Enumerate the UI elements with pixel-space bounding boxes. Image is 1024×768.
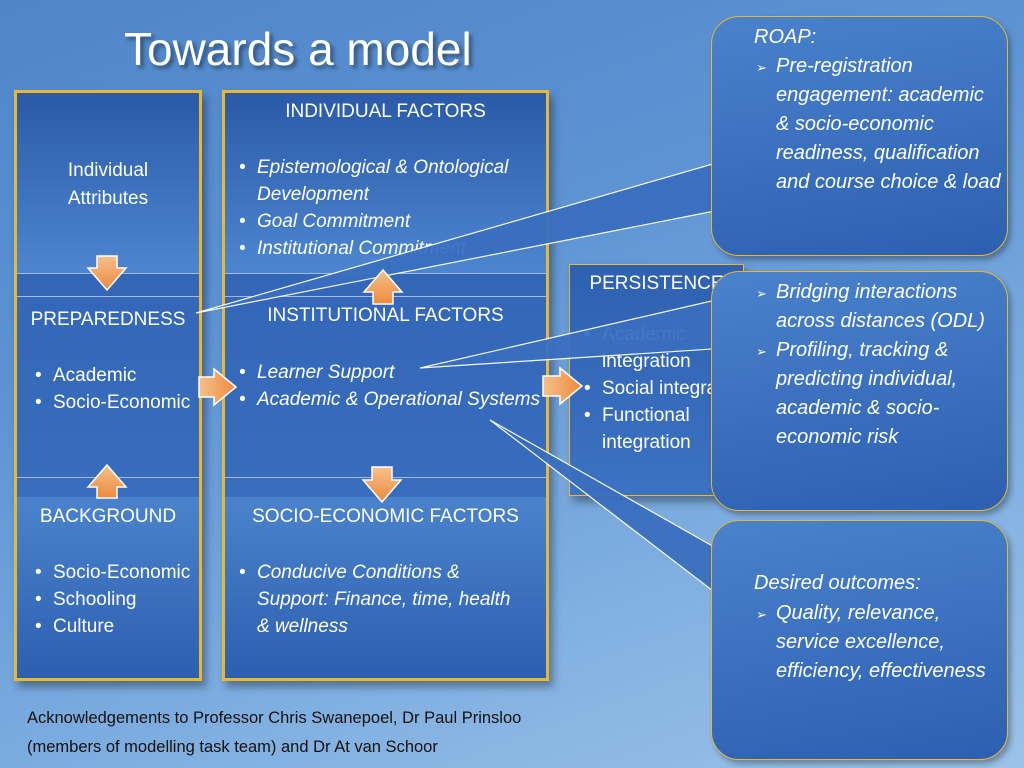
persistence-heading: PERSISTENCE <box>589 273 724 294</box>
background-heading: BACKGROUND <box>39 506 177 527</box>
list-item: Socio-Economic <box>35 389 203 416</box>
socio-economic-factors-list: Conducive Conditions & Support: Finance,… <box>231 559 527 640</box>
bridging-list: Bridging interactions across distances (… <box>754 278 1001 452</box>
acknowledgement-line: (members of modelling task team) and Dr … <box>27 738 438 756</box>
list-item: Quality, relevance, service excellence, … <box>756 599 1001 686</box>
list-item: Academic & Operational Systems <box>239 386 547 413</box>
institutional-factors-list: Learner Support Academic & Operational S… <box>231 359 547 413</box>
list-item: Profiling, tracking & predicting individ… <box>756 336 1001 452</box>
slide-title: Towards a model <box>124 23 472 75</box>
list-item: Socio-Economic <box>35 559 203 586</box>
list-item: Schooling <box>35 586 203 613</box>
middle-column: INDIVIDUAL FACTORS Epistemological & Ont… <box>222 90 549 681</box>
arrow-up-icon <box>86 463 128 499</box>
bridging-connector <box>419 299 729 369</box>
individual-attributes-cell: Individual Attributes <box>17 93 199 273</box>
roap-callout: ROAP: Pre-registration engagement: acade… <box>711 16 1008 256</box>
acknowledgement: Acknowledgements to Professor Chris Swan… <box>27 704 521 762</box>
arrow-up-icon <box>362 268 404 305</box>
roap-connector <box>195 162 731 314</box>
outcomes-connector <box>489 419 731 606</box>
arrow-right-icon <box>542 366 584 406</box>
individual-factors-heading: INDIVIDUAL FACTORS <box>285 101 486 122</box>
list-item: Culture <box>35 613 203 640</box>
acknowledgement-line: Acknowledgements to Professor Chris Swan… <box>27 709 522 727</box>
background-list: Socio-Economic Schooling Culture <box>27 559 203 640</box>
outcomes-callout: Desired outcomes: Quality, relevance, se… <box>711 520 1008 760</box>
list-item: Functional integration <box>584 402 752 456</box>
arrow-down-icon <box>361 466 403 504</box>
institutional-factors-cell: INSTITUTIONAL FACTORS Learner Support Ac… <box>225 296 546 477</box>
list-item: Academic <box>35 362 203 389</box>
list-item: Epistemological & Ontological Developmen… <box>239 154 547 208</box>
preparedness-cell: PREPAREDNESS Academic Socio-Economic <box>17 296 199 477</box>
socio-economic-factors-heading: SOCIO-ECONOMIC FACTORS <box>252 506 519 527</box>
preparedness-heading: PREPAREDNESS <box>30 309 186 330</box>
arrow-right-icon <box>198 367 238 407</box>
preparedness-list: Academic Socio-Economic <box>27 362 203 416</box>
individual-attributes-label: Individual Attributes <box>67 160 149 209</box>
list-item: Bridging interactions across distances (… <box>756 278 1001 336</box>
list-item: Learner Support <box>239 359 547 386</box>
arrow-down-icon <box>86 255 128 292</box>
bridging-callout: Bridging interactions across distances (… <box>711 271 1008 511</box>
roap-heading: ROAP: <box>754 26 817 48</box>
background-cell: BACKGROUND Socio-Economic Schooling Cult… <box>17 497 199 678</box>
list-item: Goal Commitment <box>239 208 547 235</box>
outcomes-heading: Desired outcomes: <box>754 572 921 594</box>
roap-list: Pre-registration engagement: academic & … <box>754 52 1001 197</box>
socio-economic-factors-cell: SOCIO-ECONOMIC FACTORS Conducive Conditi… <box>225 497 546 678</box>
institutional-factors-heading: INSTITUTIONAL FACTORS <box>267 305 504 326</box>
outcomes-list: Quality, relevance, service excellence, … <box>754 599 1001 686</box>
list-item: Conducive Conditions & Support: Finance,… <box>239 559 527 640</box>
list-item: Pre-registration engagement: academic & … <box>756 52 1001 197</box>
